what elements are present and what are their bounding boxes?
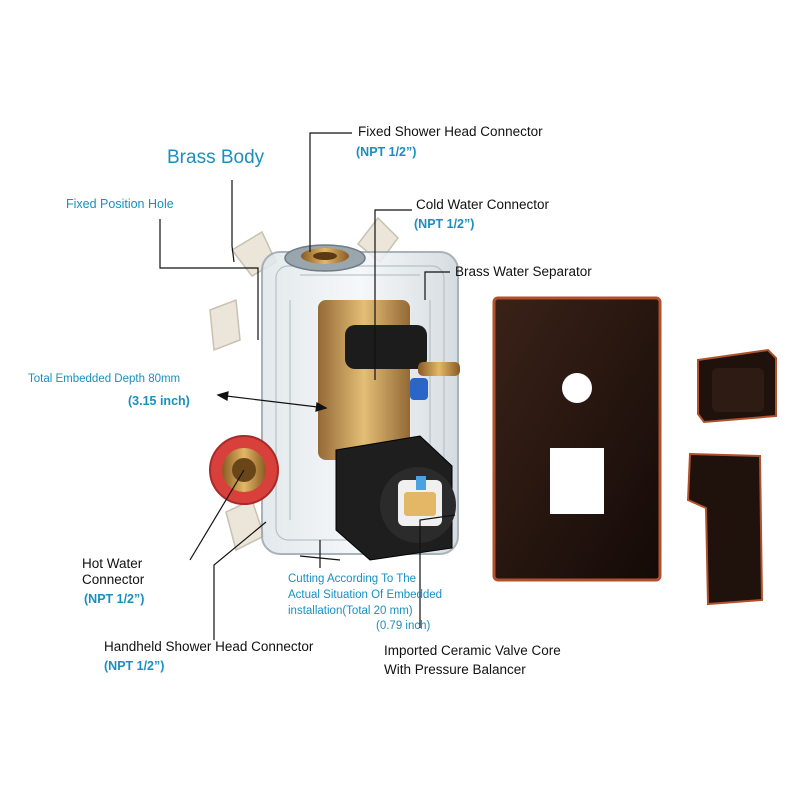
cutting-label-line3: installation(Total 20 mm)	[288, 605, 413, 617]
embedded-depth-label: Total Embedded Depth 80mm	[28, 373, 181, 385]
fixed-shower-head-spec: (NPT 1/2”)	[356, 145, 417, 159]
hot-water-label-line1: Hot Water	[82, 556, 143, 571]
brass-body-label: Brass Body	[167, 147, 265, 168]
hot-water-label-line2: Connector	[82, 572, 145, 587]
cutting-label-line2: Actual Situation Of Embedded	[288, 589, 443, 601]
cutting-label-line4: (0.79 inch)	[376, 620, 431, 632]
handheld-shower-label: Handheld Shower Head Connector	[104, 639, 314, 654]
cutting-dimension	[299, 540, 341, 568]
leader-lines	[159, 132, 456, 640]
handle-block	[697, 348, 777, 424]
fixed-position-hole-label: Fixed Position Hole	[66, 197, 174, 211]
depth-dimension	[216, 391, 328, 412]
trim-plate	[492, 296, 662, 582]
brass-separator-label: Brass Water Separator	[455, 264, 592, 279]
fixed-shower-head-label: Fixed Shower Head Connector	[358, 124, 543, 139]
cold-water-label: Cold Water Connector	[416, 197, 550, 212]
hot-water-spec: (NPT 1/2”)	[84, 592, 145, 606]
handheld-shower-spec: (NPT 1/2”)	[104, 659, 165, 673]
handle-lever	[686, 452, 764, 606]
valve-core-label-line1: Imported Ceramic Valve Core	[384, 643, 561, 658]
cold-water-spec: (NPT 1/2”)	[414, 217, 475, 231]
embedded-depth-spec: (3.15 inch)	[128, 394, 190, 408]
valve-cap	[335, 435, 456, 561]
valve-core-label-line2: With Pressure Balancer	[384, 662, 526, 677]
cutting-label-line1: Cutting According To The	[288, 573, 417, 585]
top-connector	[284, 244, 366, 272]
brass-body-core	[318, 300, 460, 460]
